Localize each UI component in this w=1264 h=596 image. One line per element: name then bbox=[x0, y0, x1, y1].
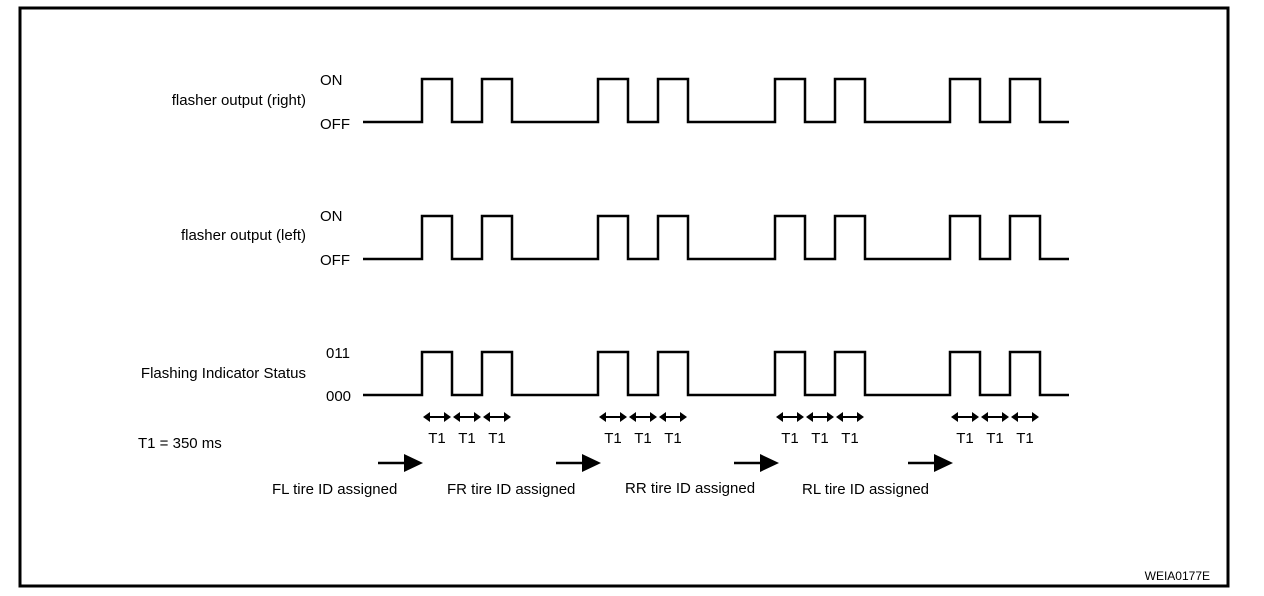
t1-label: T1 bbox=[781, 430, 799, 447]
t1-label: T1 bbox=[986, 430, 1004, 447]
t1-marker: T1 bbox=[836, 412, 864, 447]
t1-arrow-head-right bbox=[504, 412, 511, 422]
signal-low-label-left: OFF bbox=[320, 252, 350, 269]
t1-label: T1 bbox=[604, 430, 622, 447]
signal-row-status: Flashing Indicator Status 011 000 bbox=[141, 345, 1069, 405]
diagram-frame bbox=[18, 6, 1230, 588]
t1-markers: T1 T1 T1 T1 T1 T1 T1 T1 T1 T1 T1 T1 bbox=[423, 412, 1039, 447]
signal-high-label-left: ON bbox=[320, 208, 343, 225]
t1-label: T1 bbox=[956, 430, 974, 447]
t1-arrow-head-right bbox=[474, 412, 481, 422]
t1-label: T1 bbox=[664, 430, 682, 447]
assignment-fl: FL tire ID assigned bbox=[272, 454, 423, 498]
t1-arrow-head-left bbox=[483, 412, 490, 422]
t1-marker: T1 bbox=[1011, 412, 1039, 447]
figure-code: WEIA0177E bbox=[1145, 569, 1210, 583]
t1-marker: T1 bbox=[776, 412, 804, 447]
t1-arrow-head-right bbox=[1002, 412, 1009, 422]
t1-marker: T1 bbox=[951, 412, 979, 447]
t1-arrow-head-right bbox=[797, 412, 804, 422]
t1-arrow-head-left bbox=[836, 412, 843, 422]
t1-label: T1 bbox=[841, 430, 859, 447]
t1-marker: T1 bbox=[981, 412, 1009, 447]
t1-arrow-head-left bbox=[1011, 412, 1018, 422]
assignment-arrow-head-fl bbox=[404, 454, 423, 472]
waveform-status bbox=[363, 350, 1069, 397]
signal-name-left: flasher output (left) bbox=[181, 227, 306, 244]
assignment-label-fr: FR tire ID assigned bbox=[447, 481, 575, 498]
signal-name-right: flasher output (right) bbox=[172, 92, 306, 109]
t1-arrow-head-right bbox=[680, 412, 687, 422]
assignment-arrow-head-fr bbox=[582, 454, 601, 472]
assignment-arrow-head-rr bbox=[760, 454, 779, 472]
assignment-label-fl: FL tire ID assigned bbox=[272, 481, 397, 498]
assignment-label-rr: RR tire ID assigned bbox=[625, 480, 755, 497]
t1-arrow-head-left bbox=[453, 412, 460, 422]
t1-arrow-head-right bbox=[972, 412, 979, 422]
signal-high-label-right: ON bbox=[320, 72, 343, 89]
t1-arrow-head-left bbox=[423, 412, 430, 422]
t1-arrow-head-right bbox=[650, 412, 657, 422]
t1-marker: T1 bbox=[659, 412, 687, 447]
t1-arrow-head-left bbox=[951, 412, 958, 422]
t1-marker: T1 bbox=[453, 412, 481, 447]
signal-row-right: flasher output (right) ON OFF bbox=[172, 72, 1069, 133]
t1-marker: T1 bbox=[599, 412, 627, 447]
t1-arrow-head-right bbox=[444, 412, 451, 422]
t1-marker: T1 bbox=[423, 412, 451, 447]
t1-arrow-head-left bbox=[776, 412, 783, 422]
t1-marker: T1 bbox=[483, 412, 511, 447]
t1-arrow-head-left bbox=[981, 412, 988, 422]
t1-arrow-head-right bbox=[1032, 412, 1039, 422]
assignment-arrow-head-rl bbox=[934, 454, 953, 472]
assignment-rl: RL tire ID assigned bbox=[802, 454, 953, 498]
signal-low-label-status: 000 bbox=[326, 388, 351, 405]
t1-arrow-head-left bbox=[629, 412, 636, 422]
t1-label: T1 bbox=[428, 430, 446, 447]
t1-definition: T1 = 350 ms bbox=[138, 435, 222, 452]
t1-arrow-head-right bbox=[620, 412, 627, 422]
assignment-fr: FR tire ID assigned bbox=[447, 454, 601, 498]
t1-label: T1 bbox=[458, 430, 476, 447]
t1-label: T1 bbox=[634, 430, 652, 447]
t1-marker: T1 bbox=[629, 412, 657, 447]
waveform-left bbox=[363, 214, 1069, 261]
assignment-rr: RR tire ID assigned bbox=[625, 454, 779, 497]
waveform-right bbox=[363, 77, 1069, 124]
t1-arrow-head-right bbox=[827, 412, 834, 422]
signal-row-left: flasher output (left) ON OFF bbox=[181, 208, 1069, 269]
signal-low-label-right: OFF bbox=[320, 116, 350, 133]
t1-arrow-head-left bbox=[659, 412, 666, 422]
t1-label: T1 bbox=[811, 430, 829, 447]
signal-high-label-status: 011 bbox=[326, 345, 350, 362]
signal-name-status: Flashing Indicator Status bbox=[141, 365, 306, 382]
t1-marker: T1 bbox=[806, 412, 834, 447]
t1-arrow-head-right bbox=[857, 412, 864, 422]
t1-arrow-head-left bbox=[599, 412, 606, 422]
assignment-label-rl: RL tire ID assigned bbox=[802, 481, 929, 498]
t1-label: T1 bbox=[488, 430, 506, 447]
t1-label: T1 bbox=[1016, 430, 1034, 447]
t1-arrow-head-left bbox=[806, 412, 813, 422]
